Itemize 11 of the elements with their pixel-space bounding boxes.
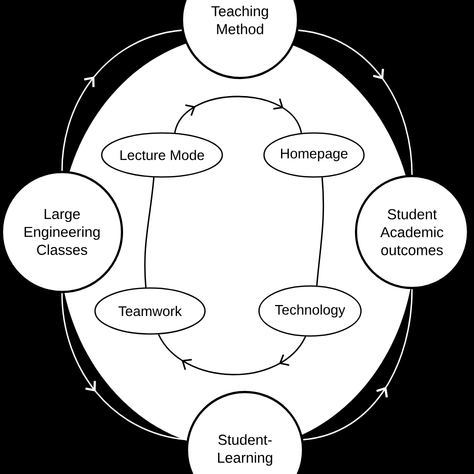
ellipse-node: Lecture Mode bbox=[101, 132, 223, 178]
circle-node: Large Engineering Classes bbox=[0, 170, 124, 294]
connector-line bbox=[144, 177, 155, 288]
ellipse-node: Homepage bbox=[263, 132, 365, 178]
node-label: Student Academic outcomes bbox=[380, 208, 444, 256]
connector-line bbox=[316, 177, 324, 286]
node-label: Student-Learning bbox=[218, 434, 272, 466]
circle-node: Student-Learning bbox=[186, 390, 304, 474]
circle-node: Student Academic outcomes bbox=[354, 174, 470, 290]
ellipse-node: Technology bbox=[258, 285, 362, 337]
ellipse-node: Teamwork bbox=[94, 287, 206, 335]
